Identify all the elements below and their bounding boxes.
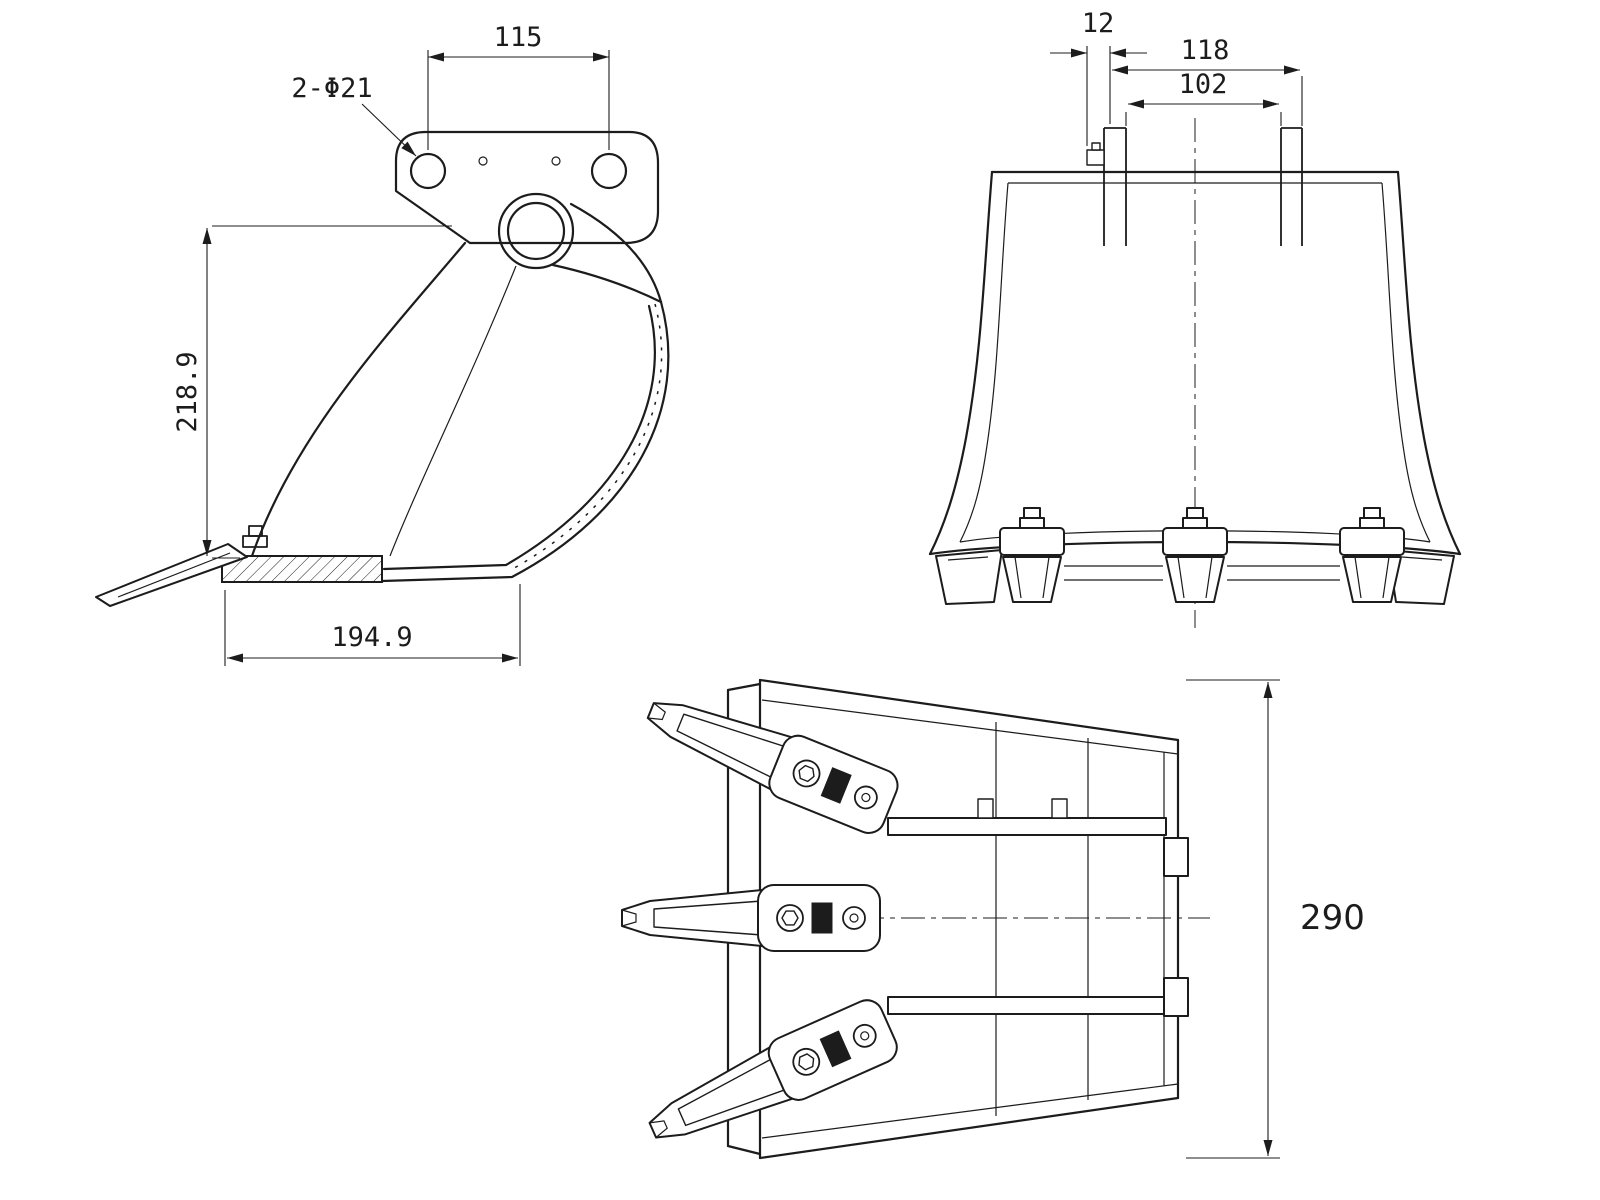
gusset-lower-edge [551, 263, 663, 304]
top-upper-edge [758, 678, 1180, 742]
front-right-wall-inner [1381, 182, 1431, 543]
pivot-boss-outer [497, 192, 575, 270]
dim-side-holes: 2-Φ21 [291, 73, 417, 157]
dim-text-12: 12 [1082, 8, 1115, 39]
top-tooth-middle [621, 884, 881, 952]
shell-inner-curve [382, 304, 656, 571]
dim-text-118: 118 [1181, 35, 1230, 66]
hinge-tab-upper [1163, 837, 1189, 877]
small-hole-left [478, 156, 488, 166]
top-tooth-lower [638, 994, 903, 1162]
shell-outer-curve [380, 300, 670, 583]
front-tooth-right [1339, 507, 1405, 603]
top-lower-edge-inner [761, 1083, 1179, 1139]
small-hole-right [551, 156, 561, 166]
corner-shoe-right-line [1401, 556, 1443, 561]
front-right-wall-outer [1396, 170, 1462, 556]
mount-bracket-plate [394, 130, 660, 245]
edge-bar [1064, 565, 1340, 581]
dim-side-height: 218.9 [172, 225, 452, 559]
pin-hole-left [409, 152, 447, 190]
top-upper-edge-inner [761, 699, 1179, 755]
top-view: 290 [621, 678, 1365, 1162]
lug-bolt-head [1091, 142, 1101, 151]
dim-front-lug-thickness: 12 [1050, 8, 1147, 146]
reinforce-bar-upper [887, 817, 1167, 836]
dim-top-overall-width: 290 [1186, 679, 1365, 1159]
dim-text-holes: 2-Φ21 [291, 73, 372, 104]
lug-top-left [977, 798, 994, 819]
pin-hole-right [590, 152, 628, 190]
tooth-bolt-head [248, 525, 263, 537]
hinge-tab-lower [1163, 977, 1189, 1017]
tooth-inner-line [117, 552, 231, 598]
dim-front-inner-span: 102 [1125, 69, 1282, 126]
corner-shoe-left-line [947, 556, 989, 561]
corner-shoe-right [1387, 549, 1455, 605]
mount-lug-left [1086, 127, 1127, 246]
dim-front-outer-span: 118 [1112, 35, 1303, 126]
lug-top-right [1051, 798, 1068, 819]
cutting-edge-section [221, 555, 383, 583]
front-left-wall-outer [928, 170, 994, 556]
top-tooth-upper [637, 678, 904, 839]
shell-inner-face [389, 265, 517, 557]
lug-bolt-tab [1086, 149, 1105, 166]
shell-lamination-ticks [508, 303, 663, 572]
pivot-boss-inner [506, 201, 566, 261]
front-tooth-middle [1162, 507, 1228, 603]
top-lower-edge [758, 1096, 1180, 1160]
dim-side-bottom-width: 194.9 [224, 584, 521, 666]
dim-text-115: 115 [494, 22, 543, 53]
front-tooth-left [999, 507, 1065, 603]
front-left-wall-inner [959, 182, 1009, 543]
shell-back-edge [250, 241, 467, 558]
dim-text-290: 290 [1300, 898, 1365, 938]
mount-lug-right [1280, 127, 1303, 246]
front-view: 12 118 102 [928, 8, 1462, 628]
reinforce-bar-lower [887, 996, 1167, 1015]
dim-text-102: 102 [1179, 69, 1228, 100]
dim-text-bottom-width: 194.9 [331, 622, 412, 653]
dim-side-top-width: 115 [427, 22, 610, 150]
corner-shoe-left [935, 549, 1003, 605]
dim-text-height: 218.9 [172, 351, 203, 432]
side-view: 115 2-Φ21 218.9 194.9 [95, 22, 670, 666]
gusset-upper-edge [569, 202, 663, 304]
